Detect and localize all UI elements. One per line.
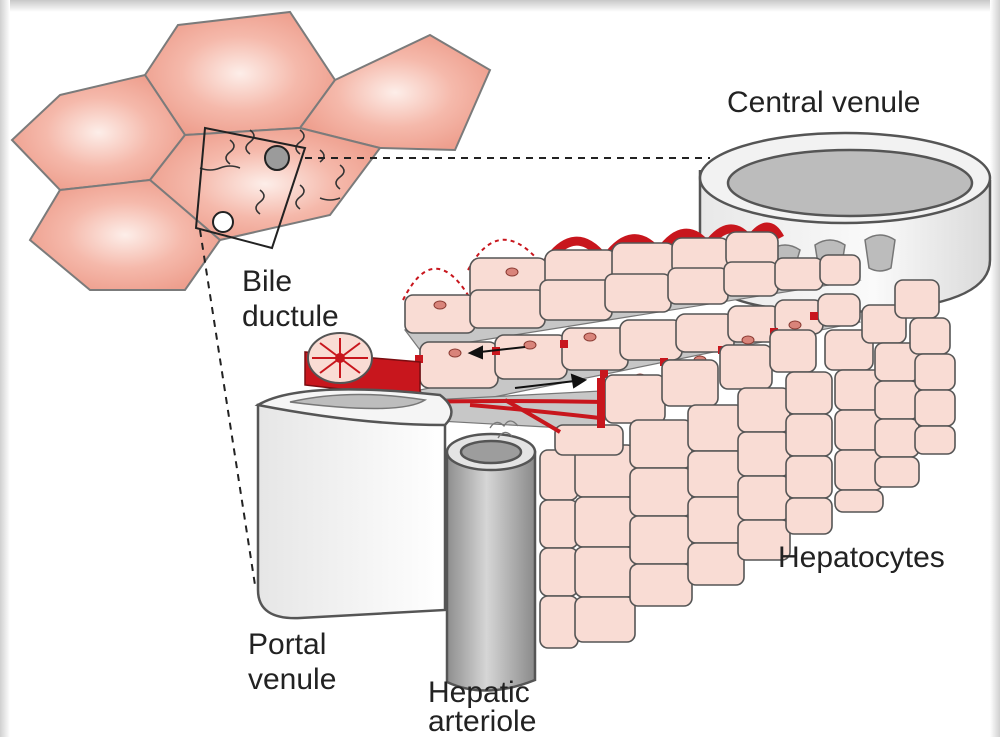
plate-edge-red	[597, 378, 605, 428]
portal-venule	[258, 389, 451, 618]
central-vein-dot	[265, 146, 289, 170]
hepatic-arteriole	[447, 434, 535, 691]
lobule-inset	[12, 12, 490, 290]
central-venule-label: Central venule	[727, 86, 920, 120]
bile-ductule	[305, 333, 420, 398]
hepatocytes-label: Hepatocytes	[778, 541, 945, 575]
portal-dot	[213, 212, 233, 232]
bile-ductule-label-line2: ductule	[242, 300, 339, 334]
lobule-hexagon	[300, 35, 490, 150]
portal-venule-label-line2: venule	[248, 663, 336, 697]
bile-ductule-label-line1: Bile	[242, 265, 292, 299]
hepatic-arteriole-label-line2: arteriole	[428, 705, 536, 737]
portal-venule-label-line1: Portal	[248, 628, 326, 662]
